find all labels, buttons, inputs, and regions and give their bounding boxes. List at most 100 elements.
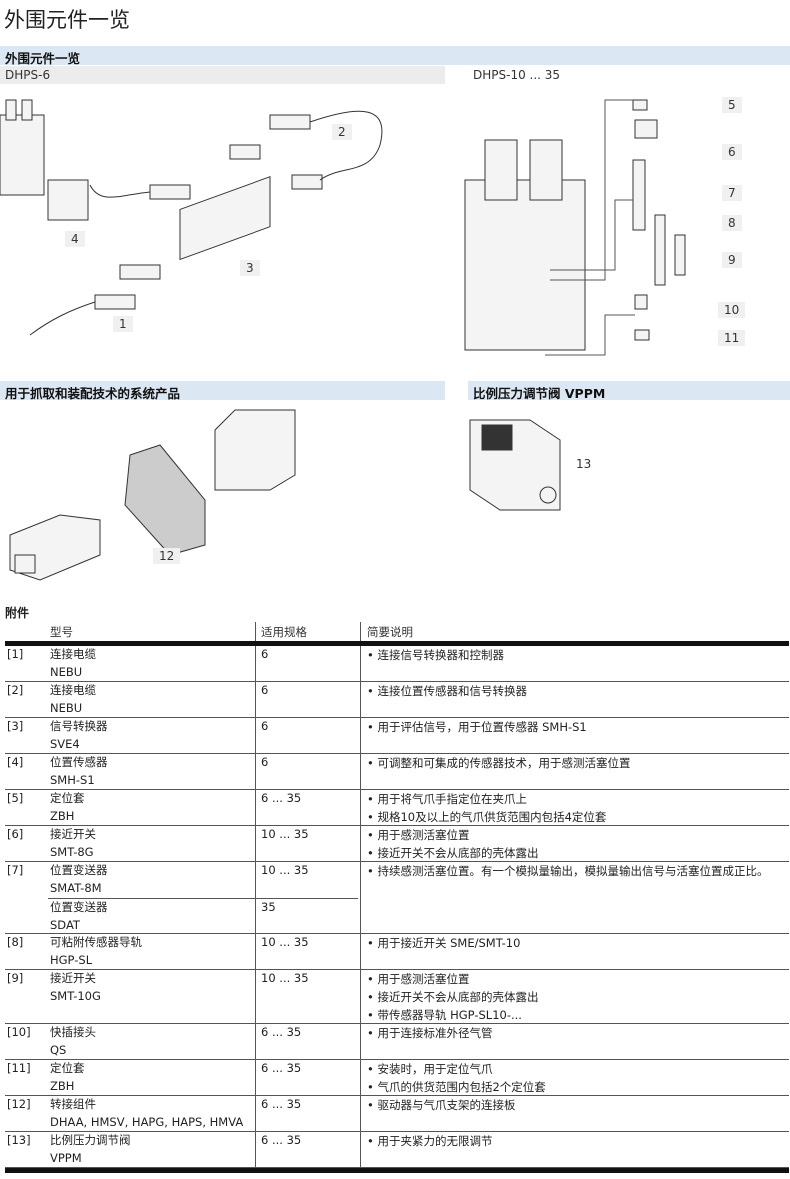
item-description: 规格10及以上的气爪供货范围内包括4定位套 [367,808,785,826]
item-name: 连接电缆 [50,683,96,697]
item-number: [5] [7,791,24,805]
item-model: NEBU [50,701,83,715]
item-number: [8] [7,935,24,949]
subheader-dhps-6: DHPS-6 [0,66,445,84]
item-name: 快插接头 [50,1025,96,1039]
item-description: 带传感器导轨 HGP-SL10-... [367,1006,785,1024]
item-model: QS [50,1043,67,1057]
item-description: 用于接近开关 SME/SMT-10 [367,934,785,952]
item-name: 位置变送器 [50,863,108,877]
item-description: 气爪的供货范围内包括2个定位套 [367,1078,785,1096]
item-description: 用于感测活塞位置 [367,826,785,844]
item-description: 安装时，用于定位气爪 [367,1060,785,1078]
item-size: 6 ... 35 [261,1133,302,1147]
item-number: [2] [7,683,24,697]
item-size: 10 ... 35 [261,971,309,985]
item-model: ZBH [50,1079,75,1093]
item-description: 接近开关不会从底部的壳体露出 [367,844,785,862]
header-size: 适用规格 [261,625,307,639]
item-model: SMT-10G [50,989,101,1003]
callout-11: 11 [718,330,746,346]
accessories-table: 附件 型号 适用规格 简要说明 [1] 连接电缆NEBU6连接信号转换器和控制器… [5,604,789,1173]
item-model: NEBU [50,665,83,679]
item-number: [3] [7,719,24,733]
item-size: 6 ... 35 [261,1097,302,1111]
callout-6: 6 [722,144,742,160]
item-model: VPPM [50,1151,82,1165]
item-model: SMAT-8M [50,881,102,895]
callout-10: 10 [718,302,746,318]
item-number: [9] [7,971,24,985]
item-name: 位置变送器 [50,900,108,914]
item-number: [10] [7,1025,31,1039]
item-size: 35 [261,900,276,914]
table-row: [6] 接近开关 SMT-8G 10 ... 35 用于感测活塞位置接近开关不会从底部… [5,826,789,862]
item-size: 10 ... 35 [261,827,309,841]
callout-7: 7 [722,185,742,201]
item-size: 6 [261,755,269,769]
item-size: 6 [261,683,269,697]
item-number: [13] [7,1133,31,1147]
item-description: 用于评估信号，用于位置传感器 SMH-S1 [367,718,785,736]
subheader-dhps-10-35: DHPS-10 ... 35 [468,66,790,84]
table-row: [3] 信号转换器SVE46用于评估信号，用于位置传感器 SMH-S1 [5,718,789,754]
item-model: ZBH [50,809,75,823]
header-type: 型号 [50,625,73,639]
table-row: [10] 快插接头 QS 6 ... 35 用于连接标准外径气管 [5,1024,789,1060]
item-size: 10 ... 35 [261,863,309,877]
item-description: 用于夹紧力的无限调节 [367,1132,785,1150]
table-header: 型号 适用规格 简要说明 [5,622,789,646]
page-title: 外围元件一览 [4,8,130,32]
section-header-vppm: 比例压力调节阀 VPPM [468,381,790,401]
item-description: 用于连接标准外径气管 [367,1024,785,1042]
item-number: [7] [7,863,24,877]
item-size: 6 [261,647,269,661]
dhps6-illustration [0,99,383,336]
callout-1: 1 [113,316,133,332]
item-model: SMH-S1 [50,773,95,787]
item-description: 用于感测活塞位置 [367,970,785,988]
item-name: 连接电缆 [50,647,96,661]
callout-3: 3 [240,260,260,276]
item-number: [6] [7,827,24,841]
callout-8: 8 [722,215,742,231]
item-description: 连接位置传感器和信号转换器 [367,682,785,700]
callout-4: 4 [65,231,85,247]
item-model: SMT-8G [50,845,94,859]
item-size: 6 ... 35 [261,1061,302,1075]
callout-5: 5 [722,97,742,113]
table-row: [2] 连接电缆 NEBU 6 连接位置传感器和信号转换器 [5,682,789,718]
table-end-rule [5,1168,789,1173]
item-description: 用于将气爪手指定位在夹爪上 [367,790,785,808]
item-description: 驱动器与气爪支架的连接板 [367,1096,785,1114]
section-header-overview: 外围元件一览 [0,46,790,66]
dhps10-35-illustration [464,99,686,356]
item-name: 位置传感器 [50,755,108,769]
adapter-kit-illustration [9,409,296,581]
callout-12: 12 [153,548,181,564]
item-name: 定位套 [50,791,85,805]
callout-13: 13 [570,456,598,472]
item-number: [12] [7,1097,31,1111]
item-name: 定位套 [50,1061,85,1075]
vppm-illustration [469,419,561,511]
item-number: [1] [7,647,24,661]
item-model: SVE4 [50,737,80,751]
table-caption: 附件 [5,606,30,620]
item-size: 6 ... 35 [261,1025,302,1039]
item-name: 比例压力调节阀 [50,1133,131,1147]
item-size: 6 [261,719,269,733]
item-description: 接近开关不会从底部的壳体露出 [367,988,785,1006]
item-name: 可粘附传感器导轨 [50,935,142,949]
item-model: SDAT [50,918,80,932]
item-name: 接近开关 [50,827,96,841]
item-description: 可调整和可集成的传感器技术，用于感测活塞位置 [367,754,785,772]
header-desc: 简要说明 [367,625,413,639]
